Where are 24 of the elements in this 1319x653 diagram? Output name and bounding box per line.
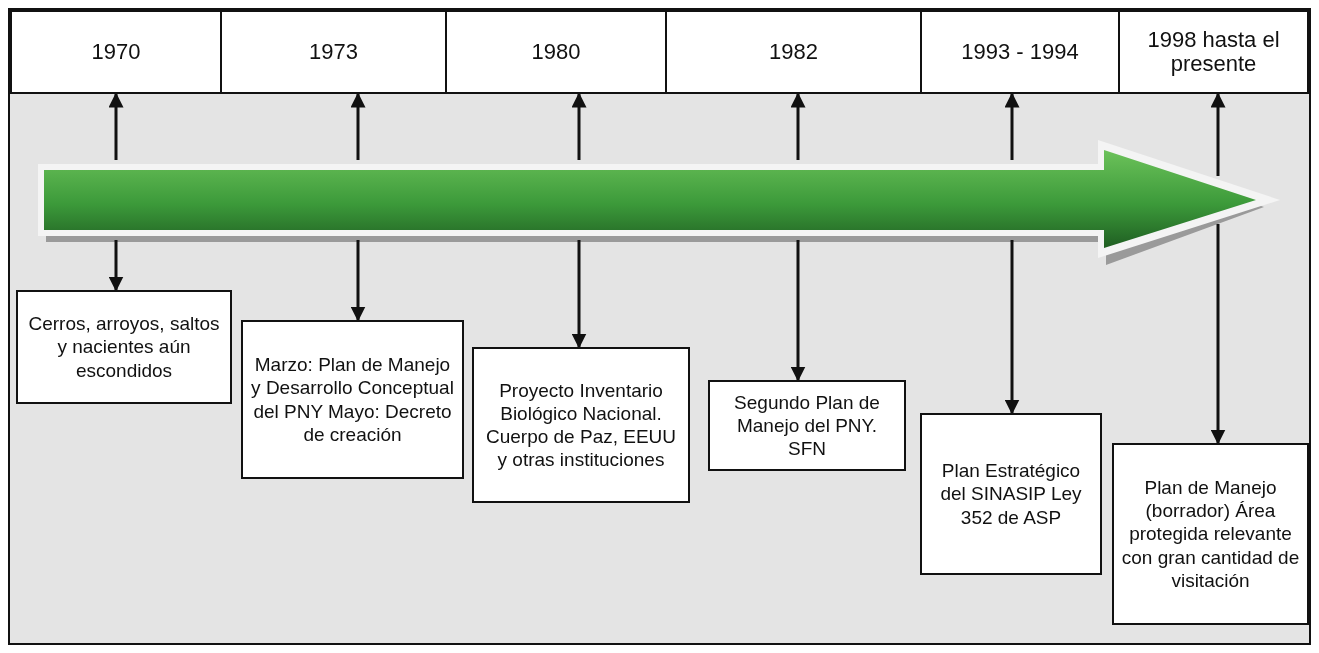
arrow (350, 92, 366, 160)
year-cell: 1982 (665, 10, 922, 94)
arrow (1210, 92, 1226, 176)
arrow (108, 240, 124, 292)
year-cell: 1993 - 1994 (920, 10, 1120, 94)
year-cell: 1973 (220, 10, 447, 94)
arrow (1210, 224, 1226, 445)
event-box: Proyecto Inventario Biológico Nacional. Cuerpo de Paz, EEUU y otras instituciones (472, 347, 690, 503)
year-cell: 1998 hasta el presente (1118, 10, 1309, 94)
event-box: Plan Estratégico del SINASIP Ley 352 de ASP (920, 413, 1102, 575)
event-box: Segundo Plan de Manejo del PNY. SFN (708, 380, 906, 471)
arrow (1004, 240, 1020, 415)
arrow (1004, 92, 1020, 160)
arrow (571, 240, 587, 349)
arrow (571, 92, 587, 160)
arrow (350, 240, 366, 322)
arrow (790, 240, 806, 382)
year-cell: 1980 (445, 10, 667, 94)
event-box: Cerros, arroyos, saltos y nacientes aún escondidos (16, 290, 232, 404)
event-box: Plan de Manejo (borrador) Área protegida relevante con gran cantidad de visitación (1112, 443, 1309, 625)
year-cell: 1970 (10, 10, 222, 94)
arrow (108, 92, 124, 160)
arrow (790, 92, 806, 160)
event-box: Marzo: Plan de Manejo y Desarrollo Conceptual del PNY Mayo: Decreto de creación (241, 320, 464, 479)
